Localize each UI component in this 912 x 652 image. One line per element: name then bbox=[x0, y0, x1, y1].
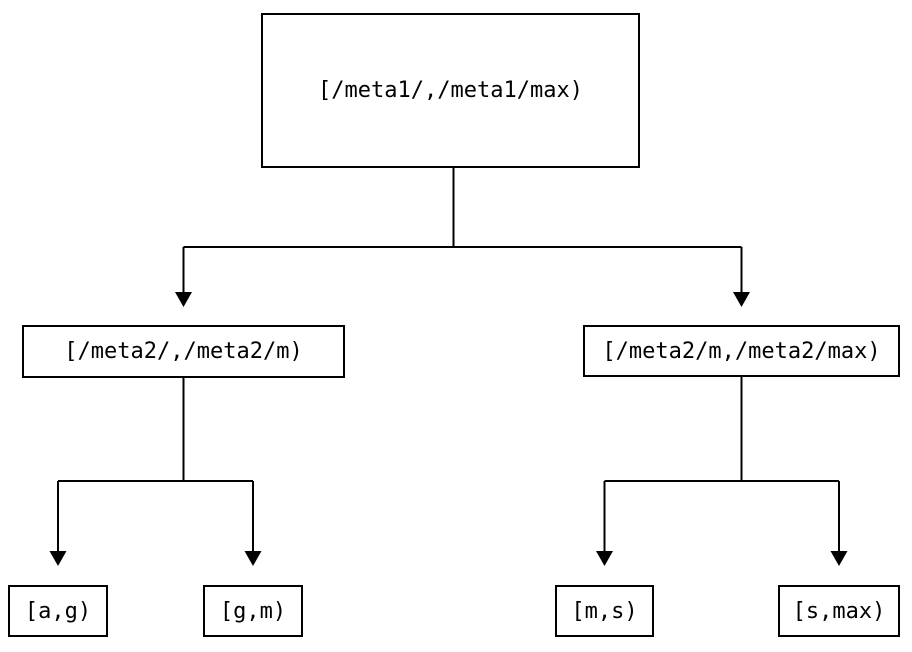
arrowhead-down-icon bbox=[49, 551, 67, 566]
node-leaf-ms: [m,s) bbox=[555, 585, 654, 637]
node-meta2-upper-range: [/meta2/m,/meta2/max) bbox=[583, 325, 900, 377]
edge-left-leaf-gm bbox=[244, 481, 262, 566]
arrowhead-down-icon bbox=[830, 551, 848, 566]
node-meta2-lower-range: [/meta2/,/meta2/m) bbox=[22, 325, 345, 378]
arrowhead-down-icon bbox=[175, 292, 192, 307]
node-root-meta1-range: [/meta1/,/meta1/max) bbox=[261, 13, 640, 168]
node-label: [s,max) bbox=[792, 598, 886, 624]
edge-root-left bbox=[175, 247, 192, 307]
node-label: [/meta2/m,/meta2/max) bbox=[602, 338, 881, 364]
edge-right-leaf-smax bbox=[830, 481, 848, 566]
edge-left-leaf-ag bbox=[49, 481, 67, 566]
node-leaf-ag: [a,g) bbox=[8, 585, 108, 637]
node-label: [m,s) bbox=[571, 598, 638, 624]
node-label: [/meta1/,/meta1/max) bbox=[318, 78, 583, 103]
node-leaf-smax: [s,max) bbox=[778, 585, 900, 637]
edge-right-children bbox=[604, 377, 839, 482]
edge-root-right bbox=[733, 247, 750, 307]
edge-right-leaf-ms bbox=[596, 481, 613, 566]
node-label: [/meta2/,/meta2/m) bbox=[64, 339, 303, 364]
edge-left-children bbox=[58, 378, 253, 482]
node-label: [a,g) bbox=[24, 598, 92, 624]
edge-root-children bbox=[183, 168, 742, 248]
arrowhead-down-icon bbox=[244, 551, 262, 566]
node-label: [g,m) bbox=[219, 598, 287, 624]
arrowhead-down-icon bbox=[596, 551, 613, 566]
node-leaf-gm: [g,m) bbox=[203, 585, 303, 637]
arrowhead-down-icon bbox=[733, 292, 750, 307]
